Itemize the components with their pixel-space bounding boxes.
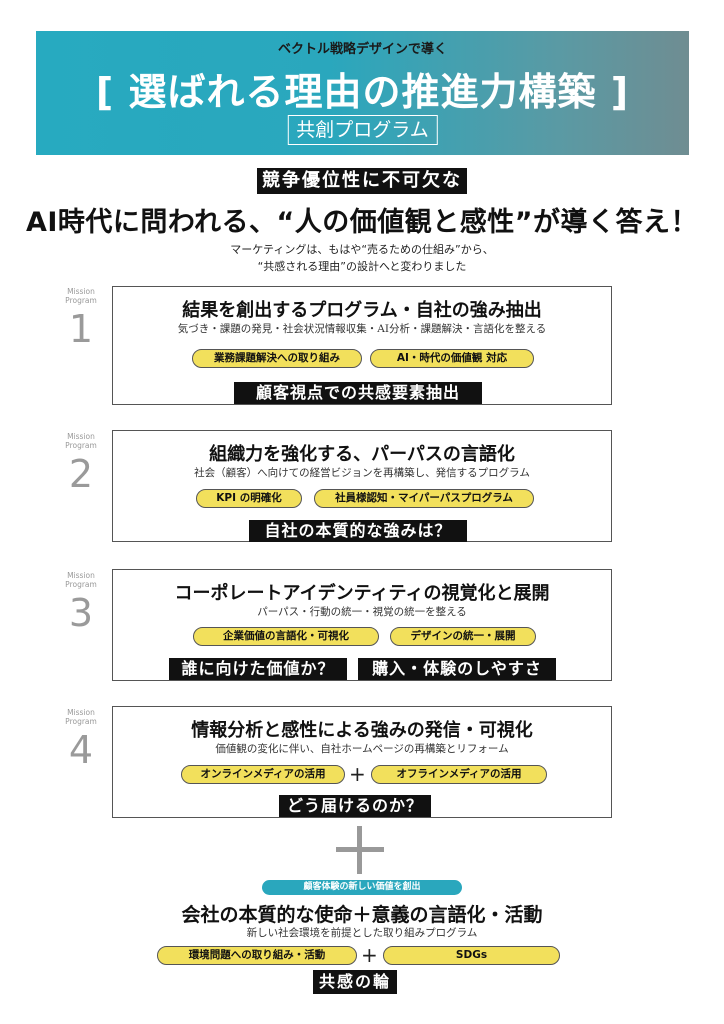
- mission-2-tag: Mission Program: [55, 432, 107, 450]
- final-pill-2: SDGs: [383, 946, 560, 965]
- mission-2-title: 組織力を強化する、パーパスの言語化: [209, 444, 515, 465]
- header-title: [ 選ばれる理由の推進力構築 ]: [95, 70, 630, 114]
- mission-4-title: 情報分析と感性による強みの発信・可視化: [191, 720, 533, 741]
- mission-3-label-2: 購入・体験のしやすさ: [358, 658, 556, 680]
- mission-2-number: 2: [68, 452, 94, 496]
- mission-3-pill-2: デザインの統一・展開: [390, 627, 536, 646]
- plus-icon: +: [361, 943, 378, 967]
- mission-1-pill-1: 業務課題解決への取り組み: [192, 349, 362, 368]
- mission-4-description: 価値観の変化に伴い、自社ホームページの再構築とリフォーム: [215, 743, 509, 755]
- mission-3-label-1: 誰に向けた価値か？: [169, 658, 347, 680]
- intro-headline: AI時代に問われる、“人の価値観と感性”が導く答え！: [25, 207, 699, 238]
- mission-4-tag: Mission Program: [55, 708, 107, 726]
- mission-2-box: 組織力を強化する、パーパスの言語化 社会（顧客）へ向けての経営ビジョンを再構築し…: [112, 430, 612, 542]
- mission-tag-line1: Mission: [67, 287, 95, 296]
- mission-tag-line1: Mission: [67, 571, 95, 580]
- final-description: 新しい社会環境を前提とした取り組みプログラム: [246, 927, 478, 939]
- mission-2-pill-1: KPI の明確化: [196, 489, 302, 508]
- mission-4-label: どう届けるのか？: [279, 795, 431, 817]
- mission-3-tag: Mission Program: [55, 571, 107, 589]
- mission-1-pill-2: AI・時代の価値観 対応: [370, 349, 534, 368]
- mission-1-tag: Mission Program: [55, 287, 107, 305]
- mission-3-pill-1: 企業価値の言語化・可視化: [193, 627, 379, 646]
- mission-4-number: 4: [68, 728, 94, 772]
- mission-4-pill-1: オンラインメディアの活用: [181, 765, 345, 784]
- header-banner: ベクトル戦略デザインで導く [ 選ばれる理由の推進力構築 ] 共創プログラム: [36, 31, 689, 155]
- mission-3-title: コーポレートアイデンティティの視覚化と展開: [174, 583, 550, 604]
- intro-lead-line1: マーケティングは、もはや“売るための仕組み”から、: [230, 243, 494, 256]
- header-subtitle: 共創プログラム: [287, 115, 438, 145]
- big-plus-icon: [336, 826, 384, 874]
- final-label: 共感の輪: [313, 970, 397, 994]
- mission-1-description: 気づき・課題の発見・社会状況情報収集・AI分析・課題解決・言語化を整える: [177, 323, 547, 335]
- intro-lead-line2: “共感される理由”の設計へと変わりました: [257, 260, 467, 273]
- intro-label: 競争優位性に不可欠な: [257, 168, 467, 194]
- mission-1-title: 結果を創出するプログラム・自社の強み抽出: [182, 300, 542, 321]
- mission-2-label: 自社の本質的な強みは？: [249, 520, 467, 542]
- header-tagline: ベクトル戦略デザインで導く: [277, 42, 447, 57]
- mission-tag-line1: Mission: [67, 708, 95, 717]
- mission-3-description: パーパス・行動の統一・視覚の統一を整える: [257, 606, 467, 618]
- mission-1-number: 1: [68, 307, 94, 351]
- final-pill-1: 環境問題への取り組み・活動: [157, 946, 357, 965]
- mission-tag-line2: Program: [65, 580, 97, 589]
- mission-3-number: 3: [68, 591, 94, 635]
- plus-icon: +: [349, 762, 366, 786]
- mission-tag-line2: Program: [65, 441, 97, 450]
- final-badge: 顧客体験の新しい価値を創出: [262, 880, 462, 895]
- final-title: 会社の本質的な使命＋意義の言語化・活動: [181, 904, 543, 926]
- mission-2-pill-2: 社員様認知・マイパーパスプログラム: [314, 489, 534, 508]
- mission-2-description: 社会（顧客）へ向けての経営ビジョンを再構築し、発信するプログラム: [194, 467, 530, 479]
- mission-tag-line1: Mission: [67, 432, 95, 441]
- mission-tag-line2: Program: [65, 296, 97, 305]
- mission-4-pill-2: オフラインメディアの活用: [371, 765, 547, 784]
- mission-1-label: 顧客視点での共感要素抽出: [234, 382, 482, 404]
- mission-tag-line2: Program: [65, 717, 97, 726]
